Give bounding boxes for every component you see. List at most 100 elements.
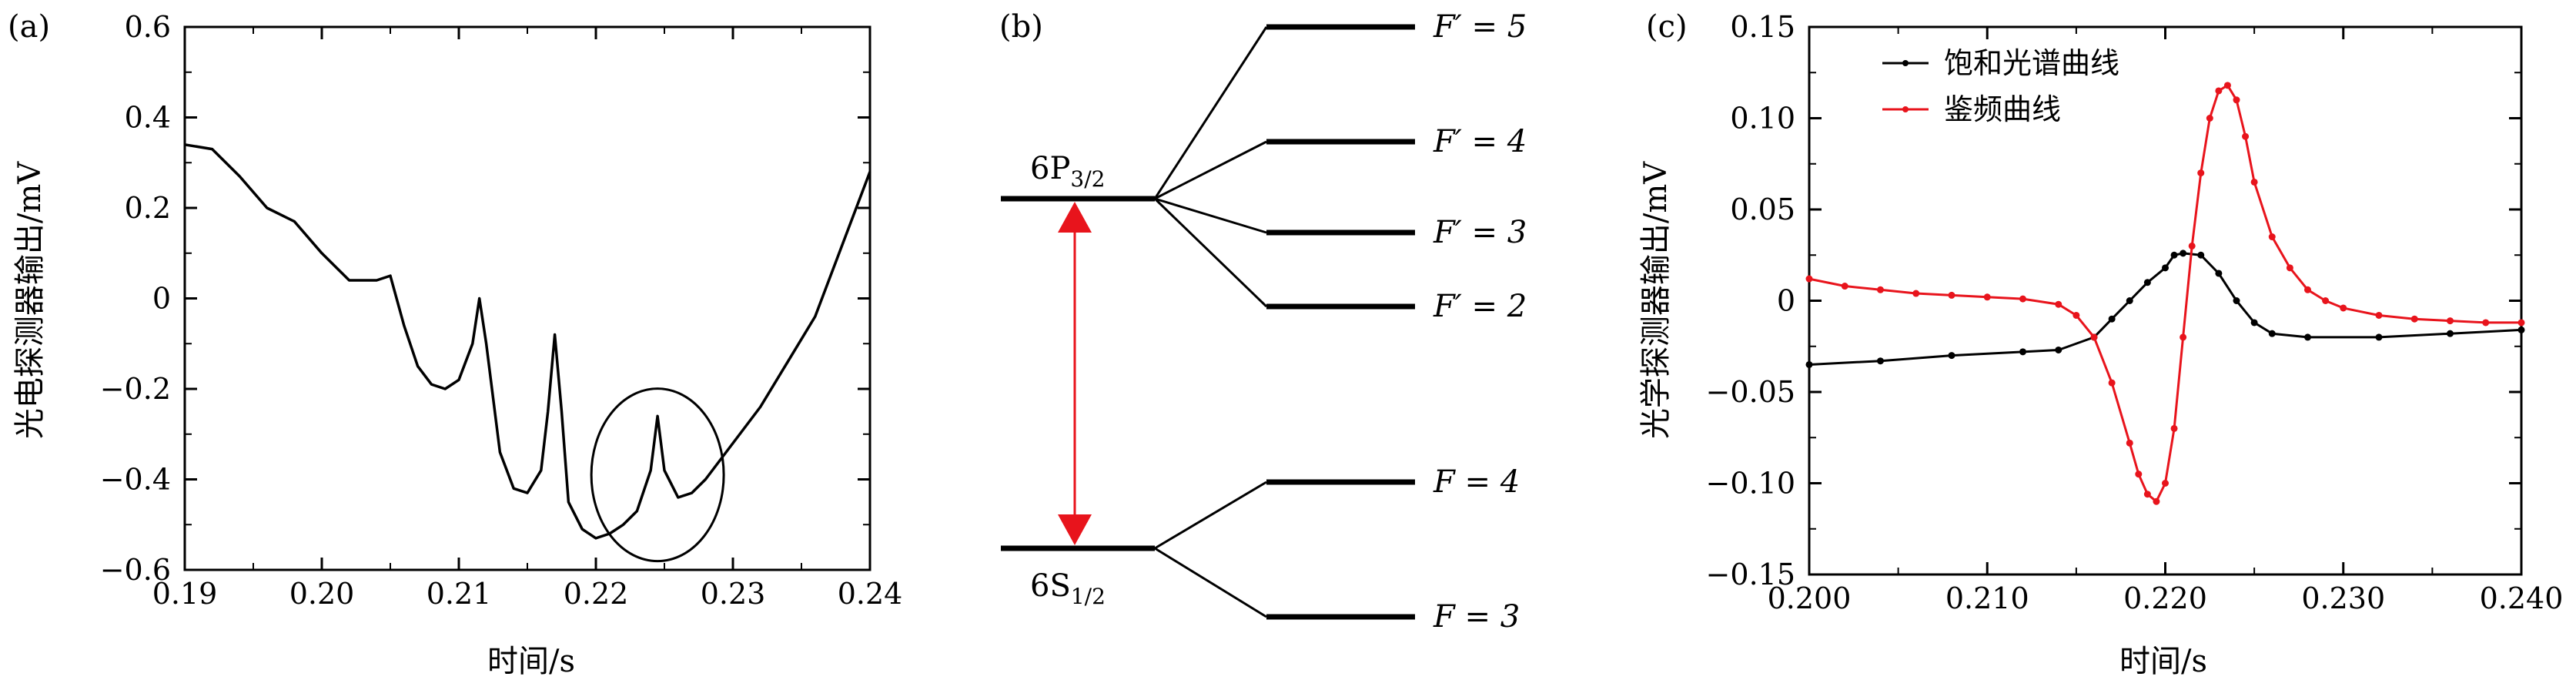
level-label-f4: F′ = 4 xyxy=(1433,124,1527,159)
fan-line-f3 xyxy=(1154,197,1267,234)
panel-c-series-black-point xyxy=(2143,279,2151,286)
panel-c-series-black-point xyxy=(1877,357,1884,365)
panel-a-xtick-label: 0.24 xyxy=(838,577,903,611)
panel-a-xtick-label: 0.21 xyxy=(427,577,492,611)
panel-c-series-red-point xyxy=(2233,96,2240,104)
fan-line-g3 xyxy=(1154,547,1267,618)
panel-a-ytick-label: −0.4 xyxy=(100,463,171,497)
panel-c-series-black-point xyxy=(2304,333,2311,341)
panel-c-series-red-point xyxy=(2126,439,2133,447)
panel-c-series-red-point xyxy=(1912,290,1920,297)
panel-a-axes xyxy=(183,25,871,571)
panel-a-xlabel: 时间/s xyxy=(487,644,575,679)
panel-c-series-red-point xyxy=(1841,283,1848,290)
panel-c-series-black-point xyxy=(2250,319,2258,327)
panel-c-series-red-point xyxy=(2250,178,2258,186)
transition-arrow-down-head xyxy=(1058,514,1092,545)
panel-c-series-black-point xyxy=(2162,264,2169,272)
panel-c-series-red-point xyxy=(2340,304,2347,312)
legend-label-black: 饱和光谱曲线 xyxy=(1944,46,2119,80)
panel-c-xlabel: 时间/s xyxy=(2119,644,2207,679)
legend-marker-black xyxy=(1902,60,1909,66)
panel-c-series-black-point xyxy=(2215,270,2223,277)
panel-c-ytick-label: 0.10 xyxy=(1730,102,1795,136)
panel-c-series-red-point xyxy=(2482,319,2490,327)
panel-a-series-line xyxy=(184,143,871,540)
panel-c-series-red-point xyxy=(2447,317,2454,325)
upper-state-sub: 3/2 xyxy=(1070,166,1105,192)
panel-a-xtick-label: 0.23 xyxy=(701,577,766,611)
panel-a-ytick-label: −0.6 xyxy=(100,553,171,587)
panel-c-ytick-label: −0.15 xyxy=(1706,558,1795,591)
panel-c-legend: 饱和光谱曲线 鉴频曲线 xyxy=(1882,46,2119,126)
panel-a-highlight-circle xyxy=(590,387,725,563)
panel-a-xtick-label: 0.22 xyxy=(564,577,629,611)
lower-state-sub: 1/2 xyxy=(1071,584,1106,609)
panel-c-series-black-point xyxy=(1948,352,1955,360)
legend-marker-red xyxy=(1902,106,1909,112)
panel-c-plot xyxy=(1805,82,2525,505)
panel-c-series-black-point xyxy=(2233,297,2240,304)
panel-c-series-red-point xyxy=(2143,491,2151,498)
panel-c-series-red-point xyxy=(2019,295,2026,303)
panel-c-series-black-point xyxy=(2126,297,2133,304)
panel-c-xtick-label: 0.230 xyxy=(2301,581,2385,615)
panel-c-series-black-point xyxy=(2180,250,2187,257)
panel-c-series-black-point xyxy=(2375,333,2383,341)
panel-c-ytick-label: −0.05 xyxy=(1706,375,1795,409)
fan-line-f5 xyxy=(1153,26,1268,199)
panel-c-series-red-point xyxy=(2304,286,2311,293)
panel-c-series-red-point xyxy=(2268,233,2276,241)
panel-c-series-red-point xyxy=(2135,471,2143,478)
panel-c-series-red-point xyxy=(2517,319,2525,327)
panel-b-label: (b) xyxy=(999,9,1043,45)
transition-arrow-up-head xyxy=(1058,202,1092,233)
panel-c-series-black-point xyxy=(2517,326,2525,333)
panel-a-ytick-label: 0.2 xyxy=(125,191,171,225)
level-label-g4: F = 4 xyxy=(1433,464,1520,500)
panel-c-series-red-point xyxy=(2180,333,2187,341)
panel-a-ytick-label: 0.4 xyxy=(125,101,171,135)
panel-c-series-red-point xyxy=(2375,311,2383,319)
panel-c-ytick-label: −0.10 xyxy=(1706,467,1795,501)
panel-c-series-black-point xyxy=(2108,315,2116,323)
panel-c-series-red-point xyxy=(2223,82,2231,89)
panel-c-xtick-label: 0.220 xyxy=(2123,581,2207,615)
panel-c-label: (c) xyxy=(1646,9,1688,45)
panel-c-ytick-label: 0 xyxy=(1777,284,1795,318)
panel-c-ytick-label: 0.05 xyxy=(1730,193,1795,226)
panel-c-series-red-point xyxy=(2197,169,2205,177)
panel-c-series-red-point xyxy=(2410,315,2418,323)
panel-c-series-black-point xyxy=(2170,251,2178,259)
panel-a-plot xyxy=(184,143,871,563)
panel-c-series-red-point xyxy=(1805,275,1813,283)
panel-c-series-red-point xyxy=(1877,286,1884,293)
panel-a-xtick-label: 0.19 xyxy=(152,577,218,611)
fan-line-f4 xyxy=(1154,140,1267,200)
level-label-f5: F′ = 5 xyxy=(1433,9,1527,45)
panel-c-series-red-point xyxy=(2073,311,2080,319)
level-label-f3: F′ = 3 xyxy=(1433,215,1527,250)
panel-c-xtick-label: 0.240 xyxy=(2480,581,2564,615)
panel-c-ylabel: 光学探测器输出/mV xyxy=(1638,161,1674,439)
panel-c-xtick-label: 0.200 xyxy=(1768,581,1852,615)
panel-a-ylabel: 光电探测器输出/mV xyxy=(12,161,48,439)
panel-c-series-red-point xyxy=(1983,293,1991,301)
panel-a-frame xyxy=(183,25,871,571)
panel-c-series-red-point xyxy=(2242,132,2250,140)
upper-state-label: 6P3/2 xyxy=(1030,151,1105,192)
panel-a-ytick-label: 0 xyxy=(152,282,171,316)
panel-c-series-red-point xyxy=(2108,379,2116,387)
panel-c-xtick-label: 0.210 xyxy=(1945,581,2029,615)
panel-c-series-black-point xyxy=(2447,330,2454,337)
fan-line-g4 xyxy=(1154,481,1267,550)
level-label-g3: F = 3 xyxy=(1433,599,1520,635)
legend-label-red: 鉴频曲线 xyxy=(1944,92,2061,126)
panel-c-series-red-point xyxy=(2286,264,2293,272)
panel-c-series-red-point xyxy=(2055,300,2062,308)
